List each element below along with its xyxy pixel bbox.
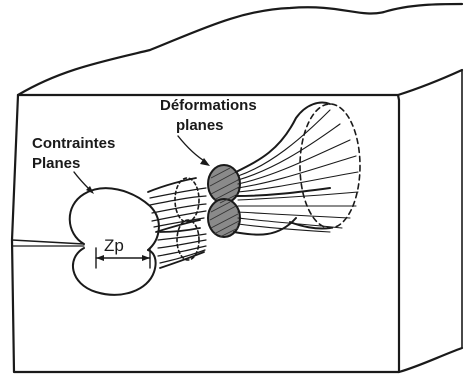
leader-plane-stress	[74, 172, 90, 190]
plane-strain-section	[208, 165, 240, 237]
label-plane-stress: Contraintes Planes	[32, 135, 115, 194]
right-face-bottom-edge	[399, 348, 462, 372]
label-plane-stress-line1: Contraintes	[32, 135, 115, 152]
plastic-zone-label: Zp	[104, 236, 124, 255]
transition-zone	[148, 178, 206, 268]
plane-stress-lobe-lower	[73, 248, 156, 295]
plastic-zone-dimension: Zp	[96, 236, 150, 268]
label-plane-stress-line2: Planes	[32, 155, 80, 172]
top-right-edge	[398, 70, 462, 95]
crack	[12, 240, 84, 244]
label-plane-strain: Déformations planes	[160, 97, 257, 166]
top-face-back-edge	[18, 4, 462, 95]
leader-plane-strain	[178, 136, 206, 162]
label-plane-strain-line2: planes	[176, 117, 224, 134]
rear-plastic-zone	[234, 103, 360, 235]
label-plane-strain-line1: Déformations	[160, 97, 257, 114]
